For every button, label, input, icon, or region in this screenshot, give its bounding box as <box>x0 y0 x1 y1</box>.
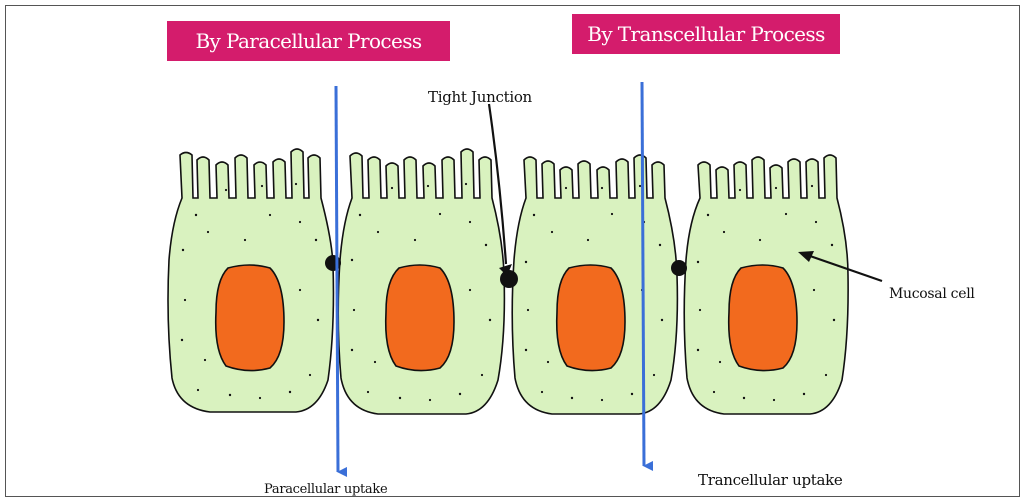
paracellular-process-title: By Paracellular Process <box>167 21 450 61</box>
paracellular-uptake-label: Paracellular uptake <box>264 482 387 497</box>
paracellular-uptake-arrow <box>336 86 338 472</box>
tight-junction-dot-2 <box>500 270 518 288</box>
nucleus-3 <box>557 265 625 371</box>
mucosal-cell-1 <box>168 149 333 412</box>
nucleus-4 <box>729 265 797 371</box>
mucosal-cell-4 <box>684 155 848 414</box>
tight-junction-dot-3 <box>671 260 687 276</box>
tight-junction-label: Tight Junction <box>428 88 532 106</box>
tight-junction-dot-1 <box>325 255 341 271</box>
transcellular-process-title: By Transcellular Process <box>572 14 840 54</box>
nucleus-2 <box>386 265 454 371</box>
nucleus-1 <box>216 265 284 371</box>
mucosal-cell-2 <box>338 149 504 414</box>
transcellular-uptake-label: Trancellular uptake <box>698 471 843 489</box>
transcellular-uptake-arrow <box>642 82 644 466</box>
mucosal-cell-3 <box>512 155 677 414</box>
mucosal-cell-label: Mucosal cell <box>889 286 975 302</box>
